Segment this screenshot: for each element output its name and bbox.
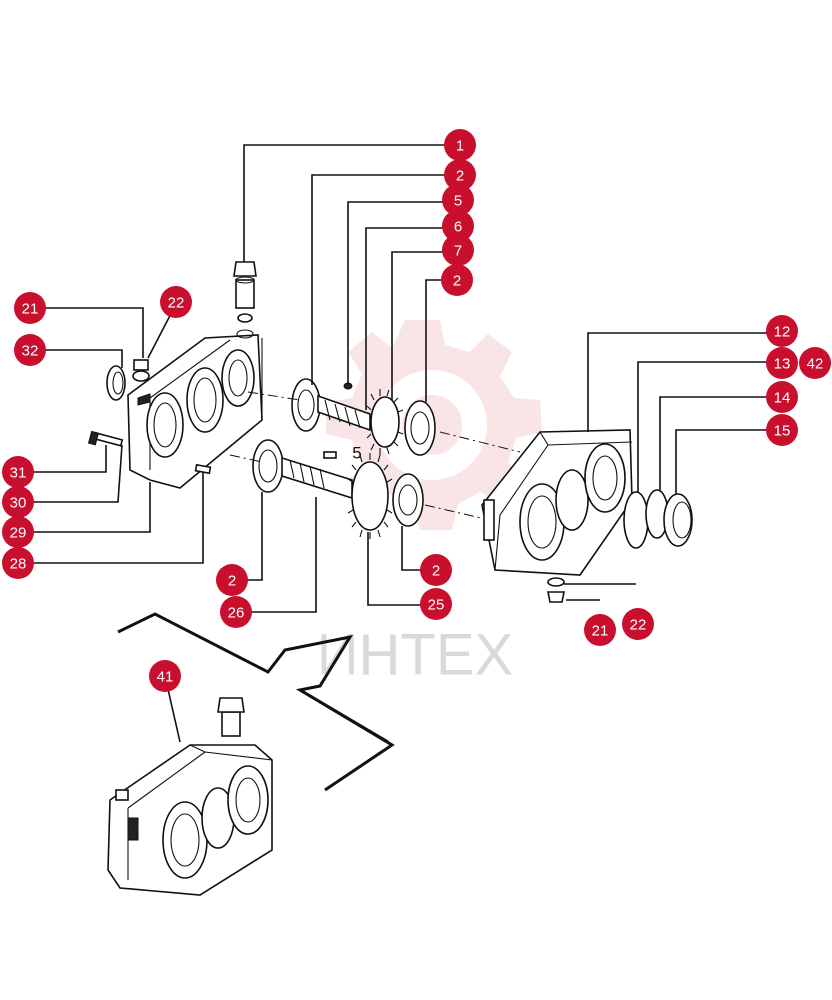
callout-circle (799, 347, 831, 379)
inline-part-label: 5 (352, 444, 361, 463)
callout-badge-41: 41 (149, 660, 181, 692)
callout-number: 2 (456, 168, 464, 185)
drain-plug (547, 577, 565, 603)
callout-circle (420, 588, 452, 620)
callout-number: 30 (10, 495, 27, 512)
axis-lines (229, 391, 521, 521)
callout-number: 29 (10, 525, 27, 542)
callout-circle (584, 614, 616, 646)
callout-badge-13: 13 (766, 347, 798, 379)
callout-number: 26 (228, 605, 245, 622)
callout-circle (442, 210, 474, 242)
watermark-text: ИНТЕХ (317, 623, 513, 688)
callout-badge-12: 12 (766, 315, 798, 347)
callout-circle (160, 286, 192, 318)
callout-circle (2, 547, 34, 579)
callout-number: 15 (774, 423, 791, 440)
callout-circle (14, 334, 46, 366)
callout-badge-5: 5 (442, 184, 474, 216)
callout-badge-32: 32 (14, 334, 46, 366)
callout-number: 21 (592, 623, 609, 640)
leader-lines (18, 144, 782, 743)
callout-badge-21: 21 (14, 292, 46, 324)
lower-shaft-assembly (252, 439, 424, 539)
callout-number: 5 (454, 193, 462, 210)
callout-circle (149, 660, 181, 692)
bolt-screw (87, 430, 124, 447)
callout-badge-31: 31 (2, 456, 34, 488)
callout-badge-2: 2 (216, 564, 248, 596)
callout-circle (420, 554, 452, 586)
assembled-gearbox (107, 697, 273, 896)
seal-ring (106, 365, 126, 401)
callout-circle (766, 414, 798, 446)
callout-number: 42 (807, 356, 824, 373)
callout-circle (14, 292, 46, 324)
dowel-pin (194, 463, 212, 475)
callout-number: 22 (168, 295, 185, 312)
right-housing (481, 429, 633, 576)
callout-circle (442, 184, 474, 216)
callout-badge-7: 7 (442, 234, 474, 266)
callout-badge-21: 21 (584, 614, 616, 646)
callout-circle (2, 516, 34, 548)
end-cover (663, 493, 693, 547)
callout-badge-6: 6 (442, 210, 474, 242)
callout-badge-30: 30 (2, 486, 34, 518)
callout-circle (766, 381, 798, 413)
callout-number: 2 (228, 573, 236, 590)
callout-circle (216, 564, 248, 596)
callout-badge-28: 28 (2, 547, 34, 579)
callout-badge-1: 1 (444, 129, 476, 161)
callout-circle (2, 486, 34, 518)
callout-number: 14 (774, 390, 791, 407)
callout-circle (622, 608, 654, 640)
callout-circle (2, 456, 34, 488)
callout-circle (444, 159, 476, 191)
callout-circle (220, 596, 252, 628)
callout-badge-25: 25 (420, 588, 452, 620)
callout-circle (441, 264, 473, 296)
callout-badge-2: 2 (420, 554, 452, 586)
upper-shaft-assembly (291, 378, 436, 456)
callout-number: 6 (454, 219, 462, 236)
assembly-arrow (117, 612, 395, 792)
callout-number: 13 (774, 356, 791, 373)
callout-badge-2: 2 (444, 159, 476, 191)
callout-number: 21 (22, 301, 39, 318)
callout-number: 25 (428, 597, 445, 614)
callout-badge-22: 22 (622, 608, 654, 640)
breather-plug (132, 359, 150, 382)
callout-number: 22 (630, 617, 647, 634)
callout-circle (442, 234, 474, 266)
callout-badge-42: 42 (799, 347, 831, 379)
callout-number: 12 (774, 324, 791, 341)
callout-number: 2 (453, 273, 461, 290)
callout-badge-2: 2 (441, 264, 473, 296)
callout-circle (444, 129, 476, 161)
callout-number: 32 (22, 343, 39, 360)
callout-number: 28 (10, 556, 27, 573)
callout-circle (766, 315, 798, 347)
callout-badge-26: 26 (220, 596, 252, 628)
callout-number: 41 (157, 669, 174, 686)
callout-number: 31 (10, 465, 27, 482)
top-screw-assembly (233, 261, 257, 339)
callout-badge-14: 14 (766, 381, 798, 413)
callout-badge-22: 22 (160, 286, 192, 318)
left-housing-cover (127, 334, 263, 489)
callout-badge-15: 15 (766, 414, 798, 446)
callout-number: 1 (456, 138, 464, 155)
callout-number: 7 (454, 243, 462, 260)
callout-badge-29: 29 (2, 516, 34, 548)
shim-ring (623, 491, 649, 549)
callout-circle (766, 347, 798, 379)
callout-number: 2 (432, 563, 440, 580)
